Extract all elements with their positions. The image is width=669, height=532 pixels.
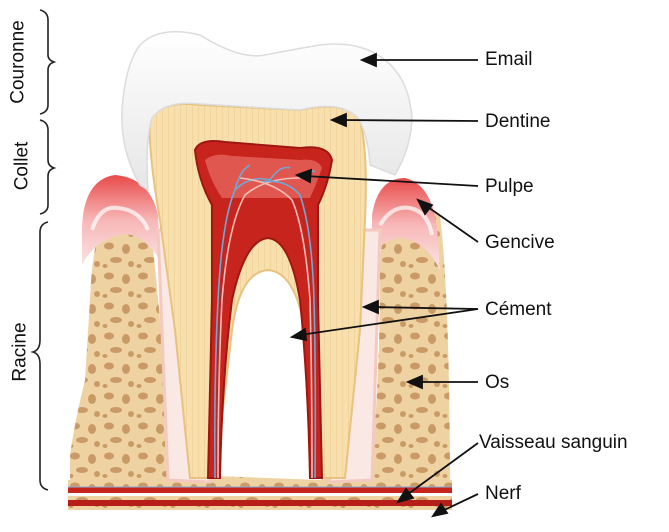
label-nerve: Nerf bbox=[485, 484, 521, 503]
brace-crown bbox=[40, 10, 54, 114]
brace-root bbox=[33, 222, 48, 490]
label-dentin: Dentine bbox=[485, 112, 551, 131]
label-enamel: Email bbox=[485, 50, 533, 69]
label-blood-vessel: Vaisseau sanguin bbox=[479, 433, 628, 452]
brace-neck bbox=[40, 120, 54, 214]
label-neck: Collet bbox=[13, 142, 32, 191]
label-root: Racine bbox=[11, 322, 30, 381]
label-bone: Os bbox=[485, 373, 509, 392]
region-braces bbox=[33, 10, 54, 490]
label-pulp: Pulpe bbox=[485, 177, 534, 196]
label-gum: Gencive bbox=[485, 233, 555, 252]
label-crown: Couronne bbox=[9, 20, 28, 103]
label-cementum: Cément bbox=[485, 300, 552, 319]
